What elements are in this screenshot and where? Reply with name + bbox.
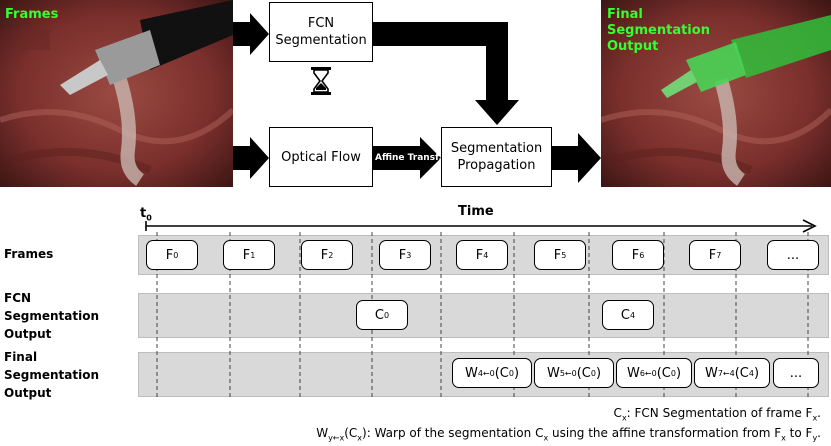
- output-frame-image: Final Segmentation Output: [601, 0, 831, 187]
- arrow-frames-to-fcn: [233, 13, 269, 55]
- pipeline-arrows: [233, 13, 601, 183]
- segmentation-propagation-box: Segmentation Propagation: [441, 127, 552, 187]
- row-label-frames: Frames: [4, 247, 54, 261]
- time-axis-label: Time: [458, 204, 494, 219]
- caption-line-2: Wy←x(Cx): Warp of the segmentation Cx us…: [316, 426, 821, 443]
- arrow-frames-to-flow: [233, 137, 269, 179]
- input-frame-image: Frames: [0, 0, 233, 187]
- row-label-final: Final Segmentation Output: [4, 350, 100, 400]
- affine-transform-label: Affine Transf.: [375, 153, 442, 163]
- arrow-fcn-to-propagation: [373, 22, 519, 125]
- arrow-propagation-to-output: [552, 133, 601, 183]
- row-label-fcn: FCN Segmentation Output: [4, 291, 100, 341]
- final-output-label: Final Segmentation Output: [607, 7, 710, 54]
- final-output-box: ...: [773, 358, 819, 388]
- hourglass-icon: [311, 67, 331, 95]
- fcn-band: [138, 293, 829, 338]
- t0-label: t0: [140, 206, 152, 223]
- frames-label: Frames: [5, 7, 59, 22]
- optical-flow-box: Optical Flow: [269, 127, 373, 187]
- fcn-segmentation-box: FCN Segmentation: [269, 2, 373, 62]
- frame-box: ...: [767, 240, 819, 270]
- arrow-flow-to-propagation: [373, 137, 441, 179]
- caption-line-1: Cx: FCN Segmentation of frame Fx.: [613, 406, 821, 423]
